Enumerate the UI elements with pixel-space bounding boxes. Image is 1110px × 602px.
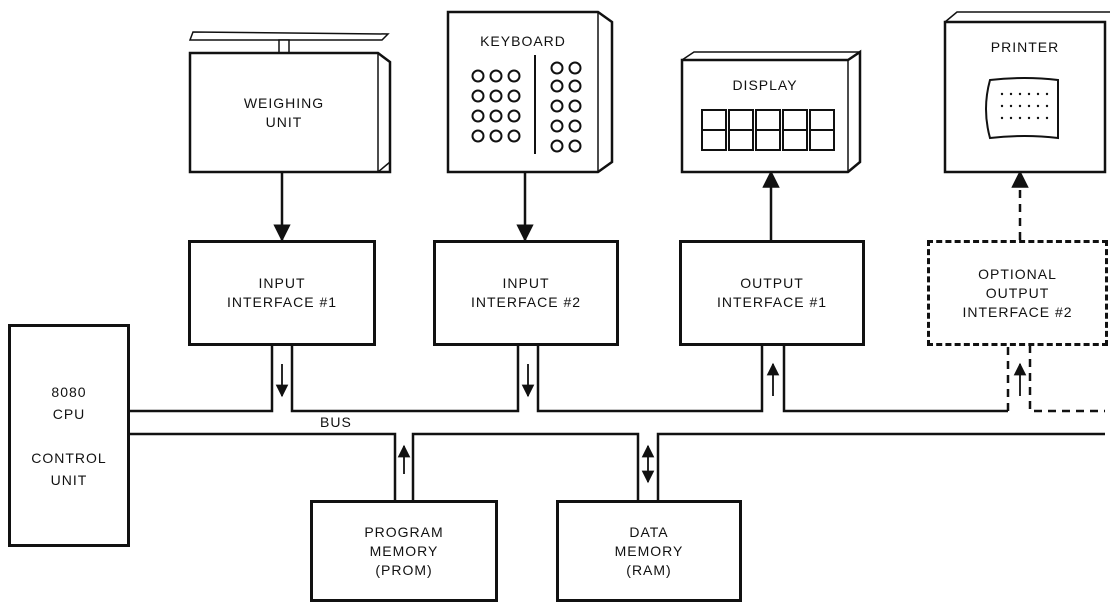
weighing-unit-device [188,31,392,174]
bus-top-line [130,345,1008,413]
input-interface-1-line1: INPUT [258,275,306,291]
data-memory: DATA MEMORY (RAM) [556,500,742,602]
input-interface-1: INPUT INTERFACE #1 [188,240,376,346]
input-interface-1-line2: INTERFACE #1 [226,294,338,310]
data-memory-line1: DATA [629,523,669,540]
input-interface-2: INPUT INTERFACE #2 [433,240,619,346]
printer-paper [985,77,1059,140]
output-interface-1: OUTPUT INTERFACE #1 [679,240,865,346]
weighing-unit-label-line1: WEIGHING [243,95,325,111]
keyboard-label: KEYBOARD [480,33,566,49]
program-memory-line3: (PROM) [375,561,433,578]
cpu-line2: CPU [52,405,86,422]
data-memory-line3: (RAM) [626,561,672,578]
input-interface-2-line1: INPUT [502,275,550,291]
cpu-control-unit: 8080 CPU CONTROL UNIT [8,324,130,547]
program-memory-line1: PROGRAM [364,523,444,540]
cpu-line5: UNIT [50,471,88,488]
program-memory-line2: MEMORY [369,542,439,559]
program-memory: PROGRAM MEMORY (PROM) [310,500,498,602]
cpu-line3 [31,425,106,447]
display-label: DISPLAY [732,77,798,93]
data-memory-line2: MEMORY [614,542,684,559]
keyboard-device [446,10,614,174]
bus-bottom-line [130,432,1105,500]
printer-device [943,11,1110,174]
seven-segment-digits [701,109,835,151]
cpu-line4: CONTROL [31,449,107,466]
bus-top-line-dashed [1006,345,1105,413]
optional-output-interface-2: OPTIONAL OUTPUT INTERFACE #2 [927,240,1108,346]
weighing-unit-label-line2: UNIT [265,114,303,130]
printer-dots [1000,92,1049,120]
weighing-unit-label: WEIGHING UNIT [190,94,378,132]
input-interface-2-line2: INTERFACE #2 [470,294,582,310]
output-interface-2-line1: OPTIONAL [978,265,1057,282]
keyboard-keys [471,61,582,153]
output-interface-1-line1: OUTPUT [740,275,804,291]
output-interface-2-line3: INTERFACE #2 [962,303,1073,320]
output-interface-1-line2: INTERFACE #1 [716,294,828,310]
bus-label: BUS [320,414,352,430]
cpu-line1: 8080 [51,383,87,400]
printer-label: PRINTER [990,39,1060,55]
output-interface-2-line2: OUTPUT [985,284,1050,301]
